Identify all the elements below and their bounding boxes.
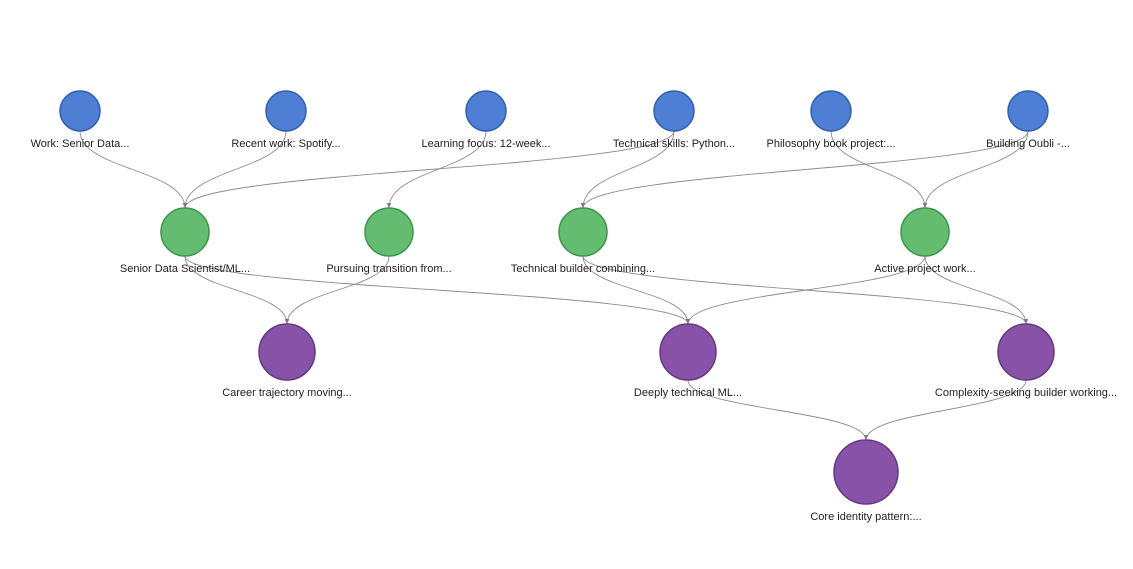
node-circle-t4[interactable] [900,207,950,257]
edge-f2-to-t1 [182,130,287,209]
node-circle-f1[interactable] [59,90,101,132]
node-circle-t1[interactable] [160,207,210,257]
graph-node-p2[interactable]: Deeply technical ML... [634,323,742,399]
node-circle-c1[interactable] [833,439,899,505]
node-label-f3: Learning focus: 12-week... [421,138,550,150]
node-label-t4: Active project work... [874,263,975,275]
node-circle-p2[interactable] [659,323,717,381]
graph-node-f1[interactable]: Work: Senior Data... [31,90,130,150]
graph-node-f4[interactable]: Technical skills: Python... [613,90,735,150]
edge-t1-to-p2 [184,255,691,325]
node-label-t2: Pursuing transition from... [326,263,451,275]
node-label-c1: Core identity pattern:... [810,511,921,523]
graph-node-c1[interactable]: Core identity pattern:... [810,439,922,523]
edge-f4-to-t3 [580,130,675,209]
edges-layer [79,130,1029,441]
node-circle-p3[interactable] [997,323,1055,381]
graph-node-t2[interactable]: Pursuing transition from... [326,207,452,275]
edge-f3-to-t2 [386,130,487,209]
node-label-p3: Complexity-seeking builder working... [935,387,1117,399]
node-label-f6: Building Oubli -... [986,138,1070,150]
graph-node-t1[interactable]: Senior Data Scientist/ML... [120,207,250,275]
edge-t2-to-p1 [284,255,390,325]
graph-node-f6[interactable]: Building Oubli -... [986,90,1070,150]
edge-p2-to-c1 [687,379,869,441]
node-label-p2: Deeply technical ML... [634,387,742,399]
edge-t4-to-p3 [924,255,1029,325]
graph-node-p3[interactable]: Complexity-seeking builder working... [935,323,1117,399]
edge-t3-to-p3 [582,255,1029,325]
graph-node-t4[interactable]: Active project work... [874,207,976,275]
graph-node-f3[interactable]: Learning focus: 12-week... [421,90,551,150]
edge-f6-to-t4 [922,130,1029,209]
nodes-layer: Work: Senior Data... Recent work: Spotify… [31,90,1117,523]
node-label-p1: Career trajectory moving... [222,387,352,399]
graph-node-p1[interactable]: Career trajectory moving... [222,323,352,399]
node-label-t3: Technical builder combining... [511,263,655,275]
node-label-f5: Philosophy book project:... [766,138,895,150]
node-circle-p1[interactable] [258,323,316,381]
graph-node-f5[interactable]: Philosophy book project:... [766,90,896,150]
node-label-f2: Recent work: Spotify... [231,138,340,150]
edge-t3-to-p2 [582,255,691,325]
node-circle-t3[interactable] [558,207,608,257]
edge-t1-to-p1 [184,255,290,325]
edge-f6-to-t3 [580,130,1029,209]
node-circle-f6[interactable] [1007,90,1049,132]
edge-f1-to-t1 [79,130,188,209]
edge-f4-to-t1 [182,130,675,209]
node-circle-f3[interactable] [465,90,507,132]
edge-p3-to-c1 [863,379,1027,441]
node-circle-f4[interactable] [653,90,695,132]
graph-node-f2[interactable]: Recent work: Spotify... [231,90,341,150]
node-label-t1: Senior Data Scientist/ML... [120,263,250,275]
node-circle-f5[interactable] [810,90,852,132]
node-label-f4: Technical skills: Python... [613,138,735,150]
graph-node-t3[interactable]: Technical builder combining... [511,207,655,275]
node-label-f1: Work: Senior Data... [31,138,130,150]
edge-f5-to-t4 [830,130,928,209]
node-circle-t2[interactable] [364,207,414,257]
node-circle-f2[interactable] [265,90,307,132]
